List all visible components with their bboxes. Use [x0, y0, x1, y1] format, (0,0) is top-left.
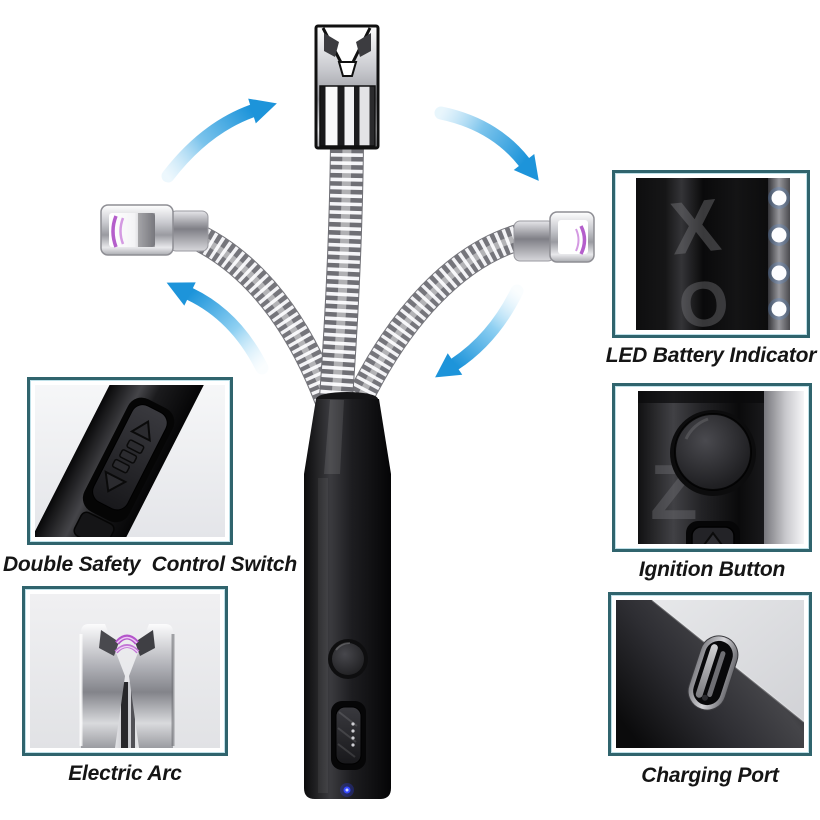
body-safety-switch: [331, 701, 366, 770]
ignition-button-closeup: [670, 410, 756, 496]
ignition-button-photo: Z: [620, 391, 804, 544]
electric-arc-inset: [22, 586, 228, 756]
battery-led-dots: [768, 187, 790, 320]
arc-fork-tip: [79, 624, 175, 748]
usb-charging-port: [687, 635, 739, 711]
bend-arrow-upper-left-icon: [161, 98, 277, 183]
electric-arc-photo: [30, 594, 220, 748]
ignition-button-inset: Z: [612, 383, 812, 552]
lighter-tip-right: [513, 211, 595, 263]
bend-arrow-upper-right-icon: [434, 106, 539, 181]
watermark-text: O: [675, 266, 732, 330]
flexible-neck-center: [319, 144, 364, 400]
charging-port-photo: [616, 600, 804, 748]
led-battery-photo: X O: [620, 178, 802, 330]
safety-switch-inset: [27, 377, 233, 545]
charging-port-inset: [608, 592, 812, 756]
charging-port-label: Charging Port: [641, 764, 779, 787]
led-battery-label: LED Battery Indicator: [605, 344, 817, 367]
electric-arc-label: Electric Arc: [68, 762, 182, 785]
flexible-neck-left: [162, 214, 341, 412]
flexible-neck-right: [346, 223, 534, 412]
arc-spark-left: [111, 215, 118, 248]
ignition-button-label: Ignition Button: [638, 558, 786, 581]
bend-arrow-lower-left-icon: [166, 282, 269, 375]
bend-arrow-lower-right-icon: [435, 284, 524, 378]
lighter-body: [304, 392, 391, 799]
electric-arc-spark: [114, 634, 140, 654]
power-led: [340, 783, 354, 797]
safety-switch-label: Double Safety Control Switch: [2, 553, 298, 576]
lighter-tip-top: [314, 24, 380, 150]
led-battery-inset: X O: [612, 170, 810, 338]
lighter-tip-left: [100, 204, 209, 256]
body-ignition-button: [328, 639, 368, 679]
safety-switch-photo: [35, 385, 225, 537]
watermark-text: X: [666, 183, 724, 271]
arc-spark-right: [579, 225, 587, 255]
safety-switch-partial: [686, 521, 740, 544]
